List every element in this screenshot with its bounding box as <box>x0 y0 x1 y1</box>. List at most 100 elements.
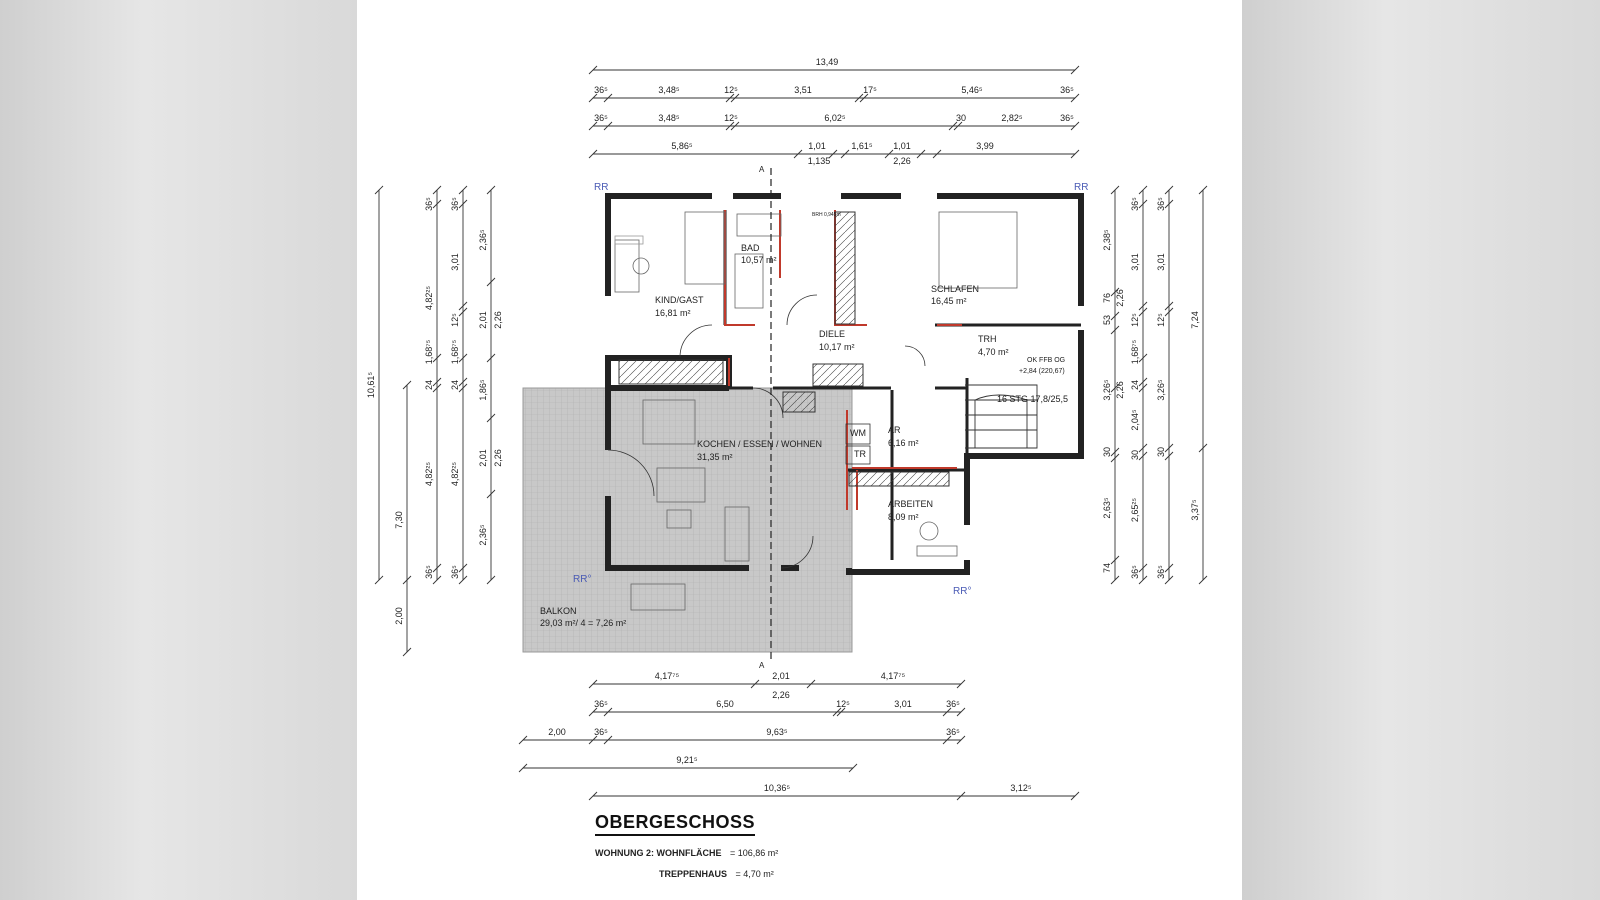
left-col4-dim: 12⁵ <box>450 313 460 327</box>
dimension-tick <box>486 353 496 363</box>
dimension-tick <box>1164 185 1174 195</box>
dimension-tick <box>836 707 846 717</box>
left-balcony-dim: 2,00 <box>394 607 404 625</box>
top-row1-dim: 3,51 <box>794 85 812 95</box>
dimension-tick <box>432 383 442 393</box>
area-label: TREPPENHAUS <box>659 869 728 879</box>
dimension-tick <box>1138 563 1148 573</box>
room-name: KIND/GAST <box>655 295 704 305</box>
dimension-tick <box>588 707 598 717</box>
dimension-tick <box>588 149 598 159</box>
dimension-labels: 13,49 36⁵ 3,48⁵ 12⁵ 3,51 17⁵ 5,46⁵ 36⁵ 3… <box>366 57 1200 793</box>
right-col1-dim: 53 <box>1102 315 1112 325</box>
bottom-row2-dim: 36⁵ <box>594 699 608 709</box>
room-labels: KIND/GAST 16,81 m² BAD 10,57 m² DIELE 10… <box>540 165 1088 670</box>
room-area: 10,57 m² <box>741 255 777 265</box>
dimension-tick <box>486 413 496 423</box>
right-col1-dim: 2,38⁵ <box>1102 229 1112 251</box>
right-col2-dim: 2,04⁵ <box>1130 409 1140 431</box>
left-col4-dim: 1,68⁷⁵ <box>450 339 460 364</box>
dimension-tick <box>793 149 803 159</box>
dimension-tick <box>1070 65 1080 75</box>
dimension-tick <box>432 199 442 209</box>
top-row3-dim: 1,135 <box>808 156 831 166</box>
top-row1-dim: 12⁵ <box>724 85 738 95</box>
ffb-label: OK FFB OG <box>1027 357 1065 364</box>
top-row3-dim: 3,99 <box>976 141 994 151</box>
dimension-tick <box>932 149 942 159</box>
dimension-tick <box>458 563 468 573</box>
right-col4-dim: 7,24 <box>1190 311 1200 329</box>
top-row1-dim: 36⁵ <box>594 85 608 95</box>
dimension-tick <box>956 707 966 717</box>
dimension-tick <box>1138 199 1148 209</box>
dimension-tick <box>432 563 442 573</box>
dimension-tick <box>1110 287 1120 297</box>
door-swings <box>607 294 926 569</box>
dimension-tick <box>458 307 468 317</box>
dimension-tick <box>603 93 613 103</box>
wardrobes <box>618 211 950 487</box>
right-col2-dim: 24 <box>1130 380 1140 390</box>
right-col2-dim: 3,01 <box>1130 253 1140 271</box>
dimension-tick <box>588 93 598 103</box>
dimension-tick <box>725 121 735 131</box>
left-col5-dim: 2,36⁵ <box>478 524 488 546</box>
dimension-tick <box>832 707 842 717</box>
dimension-tick <box>603 707 613 717</box>
right-col3-dim: 30 <box>1156 447 1166 457</box>
bottom-row1-dim: 2,01 <box>772 671 790 681</box>
dimension-tick <box>942 735 952 745</box>
dimension-tick <box>1110 185 1120 195</box>
bottom-row3-dim: 2,00 <box>548 727 566 737</box>
dimension-tick <box>1110 453 1120 463</box>
dimension-tick <box>916 149 926 159</box>
bottom-row2-dim: 36⁵ <box>946 699 960 709</box>
room-area: 16,45 m² <box>931 296 967 306</box>
room-area: 31,35 m² <box>697 452 733 462</box>
right-col1-dim: 30 <box>1102 447 1112 457</box>
dimension-tick <box>953 121 963 131</box>
bottom-row1-dim: 4,17⁷⁵ <box>881 671 906 681</box>
tr-box <box>845 445 871 465</box>
rr-marker: RR° <box>953 586 971 597</box>
interior-walls <box>608 210 1081 560</box>
dimension-tick <box>458 185 468 195</box>
dimension-tick <box>884 149 894 159</box>
dimension-tick <box>725 93 735 103</box>
dimension-tick <box>458 383 468 393</box>
dimension-tick <box>518 763 528 773</box>
right-col1-dim: 2,26 <box>1115 289 1125 307</box>
dimension-tick <box>956 791 966 801</box>
area-value: = 106,86 m² <box>730 848 779 858</box>
dimension-tick <box>1110 311 1120 321</box>
bottom-row2-dim: 6,50 <box>716 699 734 709</box>
dimension-tick <box>1110 555 1120 565</box>
dimension-tick <box>374 185 384 195</box>
left-balcony-dim: 7,30 <box>394 511 404 529</box>
top-row3-dim: 1,61⁵ <box>851 141 873 151</box>
area-label: WOHNUNG 2: WOHNFLÄCHE <box>595 848 722 858</box>
drawing-title: OBERGESCHOSS <box>595 812 756 836</box>
right-col1-dim: 74 <box>1102 563 1112 573</box>
top-row1-dim: 5,46⁵ <box>961 85 983 95</box>
dimension-tick <box>402 380 412 390</box>
dimension-tick <box>1164 199 1174 209</box>
dimension-tick <box>374 575 384 585</box>
dimension-tick <box>1070 121 1080 131</box>
dimension-tick <box>486 277 496 287</box>
right-col4-dim: 3,37⁵ <box>1190 499 1200 521</box>
room-name: TRH <box>978 334 997 344</box>
top-row1-dim: 17⁵ <box>863 85 877 95</box>
right-col3-dim: 12⁵ <box>1156 313 1166 327</box>
left-col3-dim: 4,82²⁵ <box>424 462 434 487</box>
dimension-tick <box>1164 575 1174 585</box>
right-col2-dim: 1,68⁷⁵ <box>1130 339 1140 364</box>
top-row2-dim: 36⁵ <box>1060 113 1074 123</box>
dimension-tick <box>458 377 468 387</box>
right-col1-dim: 3,26⁵ <box>1102 379 1112 401</box>
right-col2-dim: 36⁵ <box>1130 565 1140 579</box>
dimension-tick <box>486 185 496 195</box>
dimension-tick <box>402 647 412 657</box>
dimension-tick <box>1164 301 1174 311</box>
